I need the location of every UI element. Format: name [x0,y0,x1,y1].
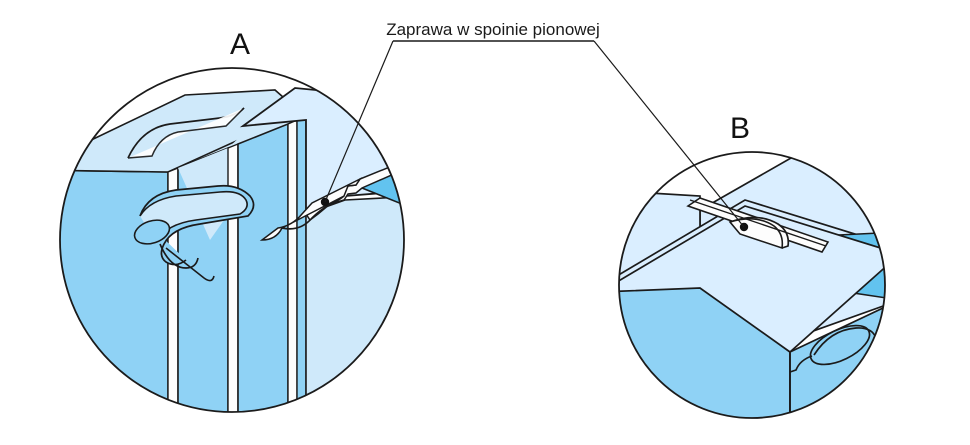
block-a-front-left-face [237,122,289,412]
detail-b-circle-boundary [618,151,886,419]
detail-a-circle-boundary [59,67,405,413]
block-b-groove-tail [789,355,813,373]
callout-leader-line-a [324,40,394,203]
block-b-groove-arc [813,327,877,356]
block-a-groove-upper-fill [127,107,245,159]
detail-b-clipped-body [619,152,885,418]
block-b-joint-guideline [689,199,827,247]
block-b-groove-ellipse [809,324,871,366]
block-a-tongue-end-ellipse [133,219,171,245]
block-a-tongue-tail-2 [165,247,215,282]
block-a-tongue-fill [259,177,363,241]
block-a-bottom-cutout-mid [168,420,306,445]
callout-group: Zaprawa w spoinie pionowej [324,20,745,228]
detail-b-group: B [618,112,886,419]
block-a-right-upper-face [305,195,404,412]
block-a-tongue-tail [159,243,199,269]
block-a-tongue-profile [281,195,345,230]
detail-a-group: A [59,28,405,445]
block-a-corner-band [296,116,307,412]
callout-leader-line-b [593,40,745,228]
callout-label-text: Zaprawa w spoinie pionowej [386,20,600,39]
block-a-mortar-joint-right [287,118,298,412]
detail-a-letter: A [230,28,250,61]
detail-b-letter: B [730,112,750,145]
